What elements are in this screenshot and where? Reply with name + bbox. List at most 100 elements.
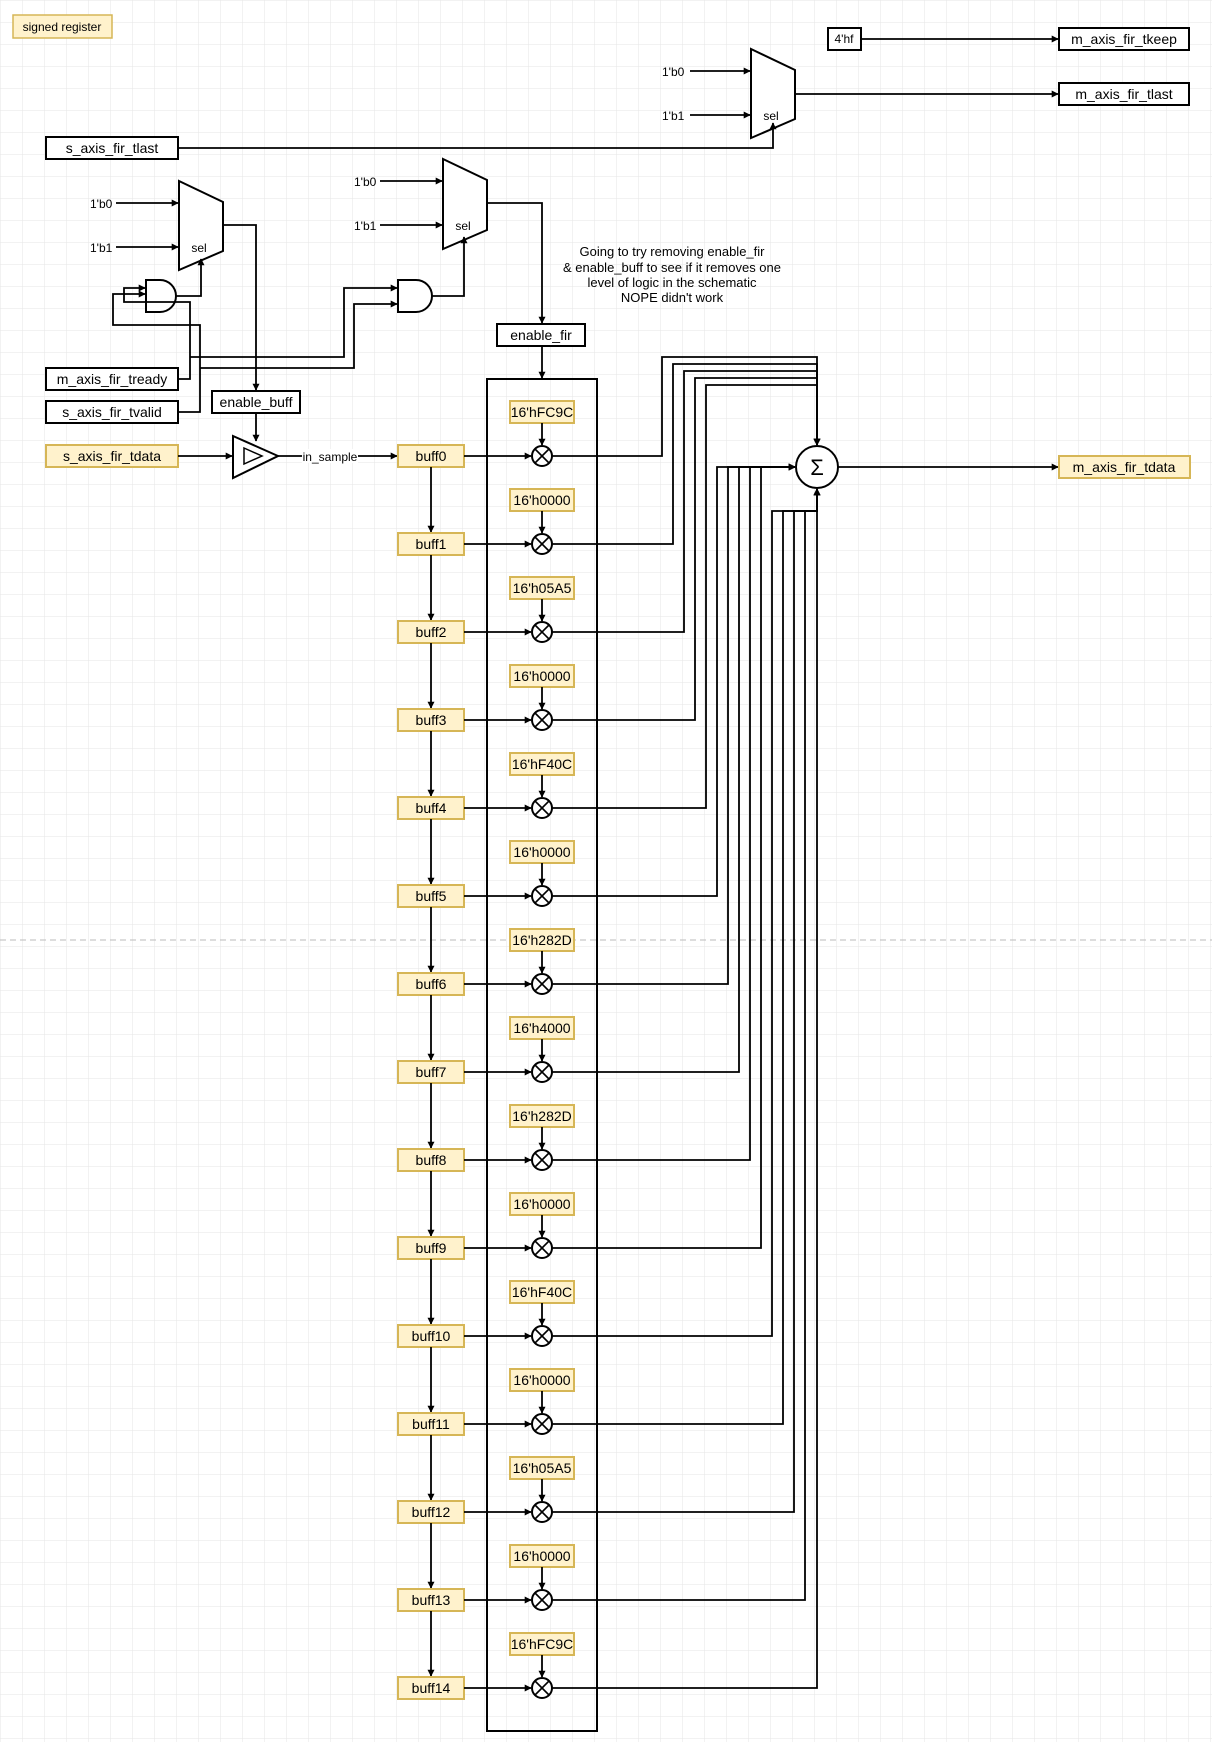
legend-label: signed register	[23, 20, 102, 34]
note-line-1: Going to try removing enable_fir	[580, 244, 766, 259]
taps-layer: buff016'hFC9Cbuff116'h0000buff216'h05A5b…	[397, 356, 821, 1700]
multiplier-cross-b-5	[534, 888, 550, 904]
coefficient-label-12: 16'h05A5	[513, 1460, 572, 1476]
buffer-label-12: buff12	[412, 1504, 451, 1520]
buffer-label-1: buff1	[416, 536, 447, 552]
port-s-tdata-label: s_axis_fir_tdata	[63, 448, 161, 464]
multiplier-cross-b-9	[534, 1240, 550, 1256]
buffer-label-9: buff9	[416, 1240, 447, 1256]
buffer-label-7: buff7	[416, 1064, 447, 1080]
multiplier-cross-b-13	[534, 1592, 550, 1608]
multiplier-cross-b-6	[534, 976, 550, 992]
port-m-axis-fir-tlast: m_axis_fir_tlast	[1058, 82, 1190, 106]
port-m-axis-fir-tdata: m_axis_fir_tdata	[1058, 455, 1191, 479]
coefficient-label-6: 16'h282D	[512, 932, 572, 948]
wire-tready-to-and-buff	[123, 284, 191, 380]
buffer-label-11: buff11	[412, 1416, 450, 1432]
mux-tlast: sel	[750, 47, 796, 140]
mux-tlast-in1-label: 1'b1	[662, 109, 685, 123]
mux-enable-buff: sel	[178, 179, 224, 272]
mux-fir-in0-label: 1'b0	[354, 175, 377, 189]
multiplier-cross-b-4	[534, 800, 550, 816]
note-text: Going to try removing enable_fir & enabl…	[563, 244, 781, 305]
multiplier-cross-b-10	[534, 1328, 550, 1344]
port-s-tvalid-label: s_axis_fir_tvalid	[62, 404, 162, 420]
multiplier-cross-b-2	[534, 624, 550, 640]
wire-tready-to-and-fir	[190, 284, 398, 358]
mux-tlast-in0-label: 1'b0	[662, 65, 685, 79]
port-m-tkeep-label: m_axis_fir_tkeep	[1071, 31, 1177, 47]
wire-and-fir-to-sel	[432, 236, 468, 297]
port-s-axis-fir-tvalid: s_axis_fir_tvalid	[45, 400, 179, 424]
coefficient-label-2: 16'h05A5	[513, 580, 572, 596]
multiplier-cross-b-11	[534, 1416, 550, 1432]
buffer-label-0: buff0	[416, 448, 447, 464]
coefficient-label-5: 16'h0000	[513, 844, 570, 860]
buffer-label-10: buff10	[412, 1328, 451, 1344]
note-line-2: & enable_buff to see if it removes one	[563, 260, 781, 275]
coefficient-label-9: 16'h0000	[513, 1196, 570, 1212]
in-sample-label: in_sample	[303, 450, 358, 464]
wire-product-to-sum-14	[552, 488, 821, 1689]
buffer-label-13: buff13	[412, 1592, 451, 1608]
buffer-label-5: buff5	[416, 888, 447, 904]
input-buffer	[232, 434, 281, 480]
fir-block	[486, 378, 598, 1732]
signal-enable-buff: enable_buff	[211, 390, 301, 414]
coefficient-label-7: 16'h4000	[513, 1020, 570, 1036]
coefficient-label-4: 16'hF40C	[512, 756, 572, 772]
note-line-4: NOPE didn't work	[621, 290, 724, 305]
buffer-label-8: buff8	[416, 1152, 447, 1168]
coefficient-label-11: 16'h0000	[513, 1372, 570, 1388]
wire-product-to-sum-4	[552, 384, 821, 809]
port-m-axis-fir-tkeep: m_axis_fir_tkeep	[1058, 27, 1190, 51]
in-sample-label-bg	[302, 449, 358, 463]
and-gate-fir	[397, 279, 433, 313]
buffer-label-3: buff3	[416, 712, 447, 728]
tkeep-const-label: 4'hf	[835, 32, 855, 46]
multiplier-cross-b-7	[534, 1064, 550, 1080]
coefficient-label-10: 16'hF40C	[512, 1284, 572, 1300]
port-m-tdata-label: m_axis_fir_tdata	[1073, 459, 1176, 475]
sum-symbol: Σ	[810, 455, 824, 480]
note-line-3: level of logic in the schematic	[587, 275, 757, 290]
mux-buff-in0-label: 1'b0	[90, 197, 113, 211]
and-gate-buff	[145, 279, 177, 313]
multiplier-cross-b-1	[534, 536, 550, 552]
wire-fir-mux-out	[487, 202, 546, 324]
coefficient-label-0: 16'hFC9C	[511, 404, 574, 420]
mux-buff-in1-label: 1'b1	[90, 241, 113, 255]
multiplier-cross-b-14	[534, 1680, 550, 1696]
mux-fir-in1-label: 1'b1	[354, 219, 377, 233]
wire-s-tlast-to-sel	[178, 122, 777, 149]
multiplier-cross-b-0	[534, 448, 550, 464]
port-m-axis-fir-tready: m_axis_fir_tready	[45, 367, 179, 391]
wire-product-to-sum-9	[552, 463, 796, 1249]
coefficient-label-8: 16'h282D	[512, 1108, 572, 1124]
enable-buff-label: enable_buff	[220, 394, 293, 410]
coefficient-label-14: 16'hFC9C	[511, 1636, 574, 1652]
coefficient-label-13: 16'h0000	[513, 1548, 570, 1564]
wire-tvalid-to-and-fir	[200, 300, 398, 369]
coefficient-label-1: 16'h0000	[513, 492, 570, 508]
port-s-axis-fir-tdata: s_axis_fir_tdata	[45, 444, 179, 468]
wire-and-buff-to-sel	[176, 258, 205, 297]
tkeep-const-box: 4'hf	[827, 27, 862, 51]
enable-fir-label: enable_fir	[510, 327, 572, 343]
wire-buff-mux-out	[223, 224, 260, 391]
mux-tlast-sel-label: sel	[763, 109, 778, 123]
signal-enable-fir: enable_fir	[496, 323, 586, 347]
buffer-label-14: buff14	[412, 1680, 451, 1696]
multiplier-cross-b-3	[534, 712, 550, 728]
mux-enable-fir: sel	[442, 157, 488, 251]
buffer-label-6: buff6	[416, 976, 447, 992]
summation-node: Σ	[795, 445, 839, 489]
buffer-label-4: buff4	[416, 800, 447, 816]
port-s-axis-fir-tlast: s_axis_fir_tlast	[45, 136, 179, 160]
port-m-tready-label: m_axis_fir_tready	[57, 371, 168, 387]
mux-fir-sel-label: sel	[455, 219, 470, 233]
port-s-tlast-label: s_axis_fir_tlast	[66, 140, 159, 156]
mux-buff-sel-label: sel	[191, 241, 206, 255]
